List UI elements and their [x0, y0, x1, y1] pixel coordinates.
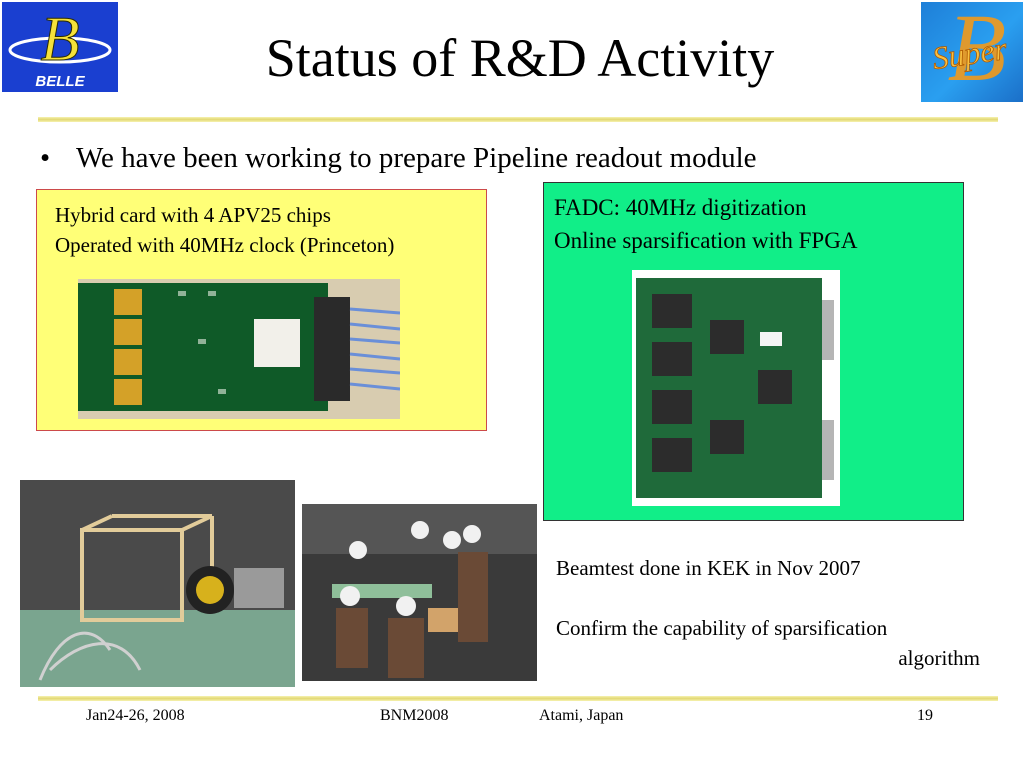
superb-logo-letter: B [948, 2, 1007, 101]
title-divider [38, 117, 998, 122]
belle-logo-text: BELLE [35, 73, 85, 90]
hybrid-caption-line: Hybrid card with 4 APV25 chips [55, 203, 331, 227]
footer-conference: BNM2008 [380, 707, 449, 724]
superb-logo: B Super [921, 2, 1023, 102]
hybrid-card-photo [78, 279, 400, 419]
footer-location: Atami, Japan [539, 707, 624, 724]
hybrid-caption-line: Operated with 40MHz clock (Princeton) [55, 233, 395, 257]
fadc-board-photo [632, 270, 840, 506]
beamtest-line: Confirm the capability of sparsification [556, 616, 888, 640]
belle-logo-letter: B [40, 3, 79, 74]
fadc-caption-line: FADC: 40MHz digitization [554, 195, 807, 220]
bullet-item: • We have been working to prepare Pipelin… [40, 142, 757, 175]
bullet-text: We have been working to prepare Pipeline… [76, 142, 757, 174]
slide-number: 19 [917, 707, 933, 724]
hybrid-card-panel: Hybrid card with 4 APV25 chips Operated … [36, 189, 487, 431]
superb-logo-graphic: B Super [930, 2, 1010, 101]
beamtest-line: algorithm [898, 646, 980, 670]
fadc-caption-line: Online sparsification with FPGA [554, 228, 858, 253]
beamtest-line: Beamtest done in KEK in Nov 2007 [556, 556, 861, 580]
fadc-caption: FADC: 40MHz digitization Online sparsifi… [554, 191, 857, 257]
bullet-marker: • [40, 142, 51, 174]
footer-date: Jan24-26, 2008 [86, 707, 185, 724]
belle-logo: B BELLE [2, 2, 118, 92]
slide-title: Status of R&D Activity [265, 28, 775, 88]
belle-logo-graphic: B BELLE [8, 3, 112, 90]
beamtest-setup-photo [20, 480, 295, 687]
footer-divider [38, 696, 998, 701]
hybrid-card-caption: Hybrid card with 4 APV25 chips Operated … [55, 200, 394, 260]
fadc-panel: FADC: 40MHz digitization Online sparsifi… [543, 182, 964, 521]
team-photo [302, 504, 537, 681]
beamtest-notes: Beamtest done in KEK in Nov 2007 Confirm… [556, 553, 980, 673]
